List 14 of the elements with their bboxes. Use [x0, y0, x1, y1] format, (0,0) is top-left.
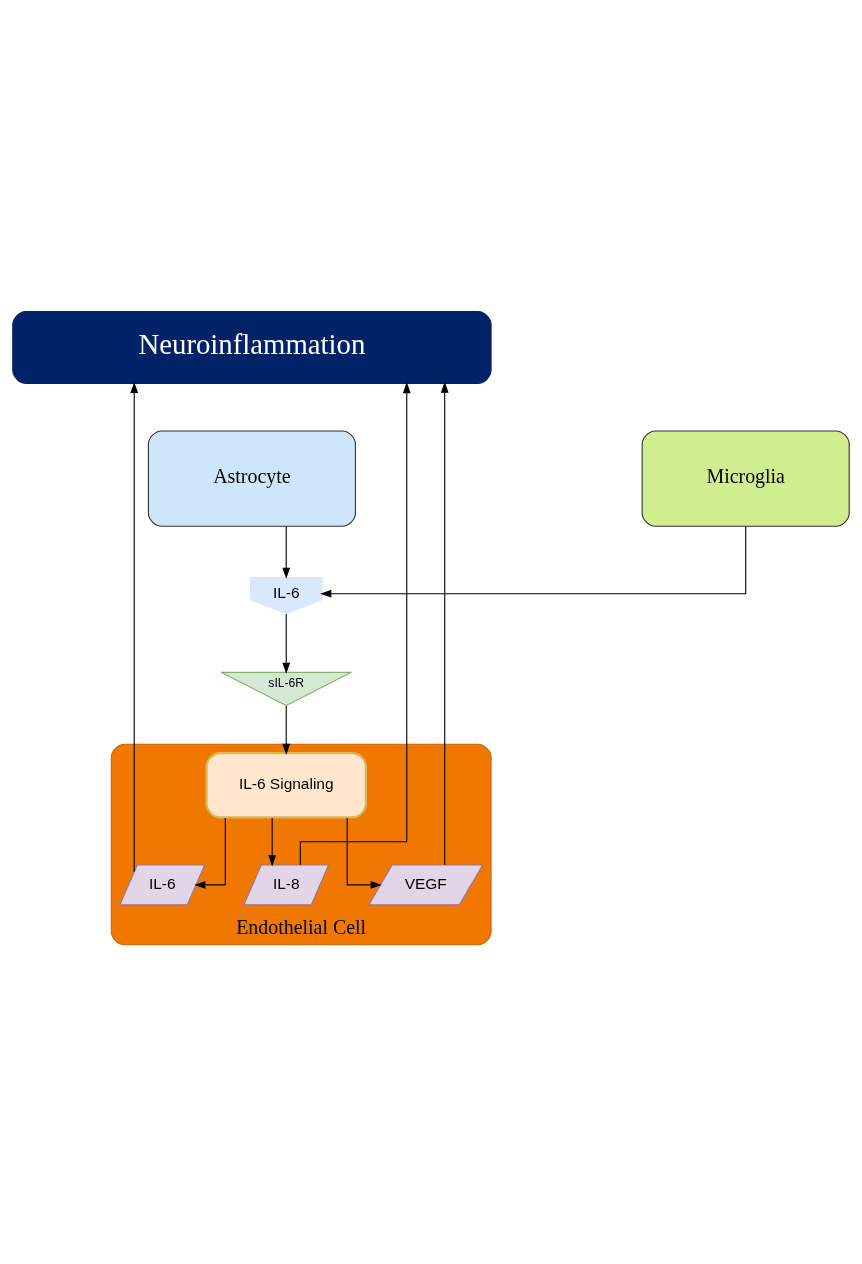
node-box: Neuroinflammation	[12, 310, 492, 384]
node-box: Microglia	[641, 429, 850, 527]
arrow	[320, 525, 747, 598]
arrow	[282, 705, 291, 755]
arrow	[282, 525, 291, 579]
node-box: IL-6 Signaling	[205, 751, 368, 818]
arrow	[440, 381, 449, 865]
arrow	[130, 381, 139, 872]
node-box: Astrocyte	[147, 429, 356, 527]
arrow	[282, 613, 291, 674]
arrow	[194, 816, 226, 889]
arrow	[346, 816, 382, 889]
arrow	[268, 816, 277, 866]
arrow	[299, 381, 411, 865]
